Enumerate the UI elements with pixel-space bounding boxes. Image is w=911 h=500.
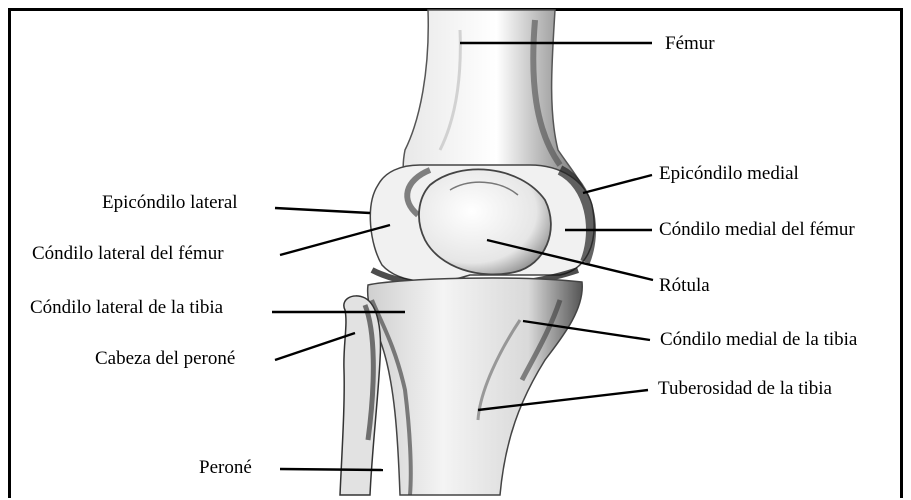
label-condilo-lateral-femur: Cóndilo lateral del fémur — [32, 243, 224, 265]
label-condilo-medial-femur: Cóndilo medial del fémur — [659, 219, 855, 241]
label-tuberosidad-tibia: Tuberosidad de la tibia — [658, 378, 832, 400]
fibula-bone — [340, 296, 380, 495]
label-rotula: Rótula — [659, 275, 710, 297]
label-cabeza-perone: Cabeza del peroné — [95, 348, 235, 370]
leader-epicondilo-medial — [583, 175, 652, 193]
leader-perone — [280, 469, 383, 470]
leader-epicondilo-lateral — [275, 208, 370, 213]
label-femur: Fémur — [665, 33, 715, 55]
tibia-bone — [368, 278, 583, 495]
label-condilo-medial-tibia: Cóndilo medial de la tibia — [660, 329, 857, 351]
label-epicondilo-lateral: Epicóndilo lateral — [102, 192, 238, 214]
label-epicondilo-medial: Epicóndilo medial — [659, 163, 799, 185]
label-perone: Peroné — [199, 457, 252, 479]
leader-cabeza-perone — [275, 333, 355, 360]
label-condilo-lateral-tibia: Cóndilo lateral de la tibia — [30, 297, 223, 319]
